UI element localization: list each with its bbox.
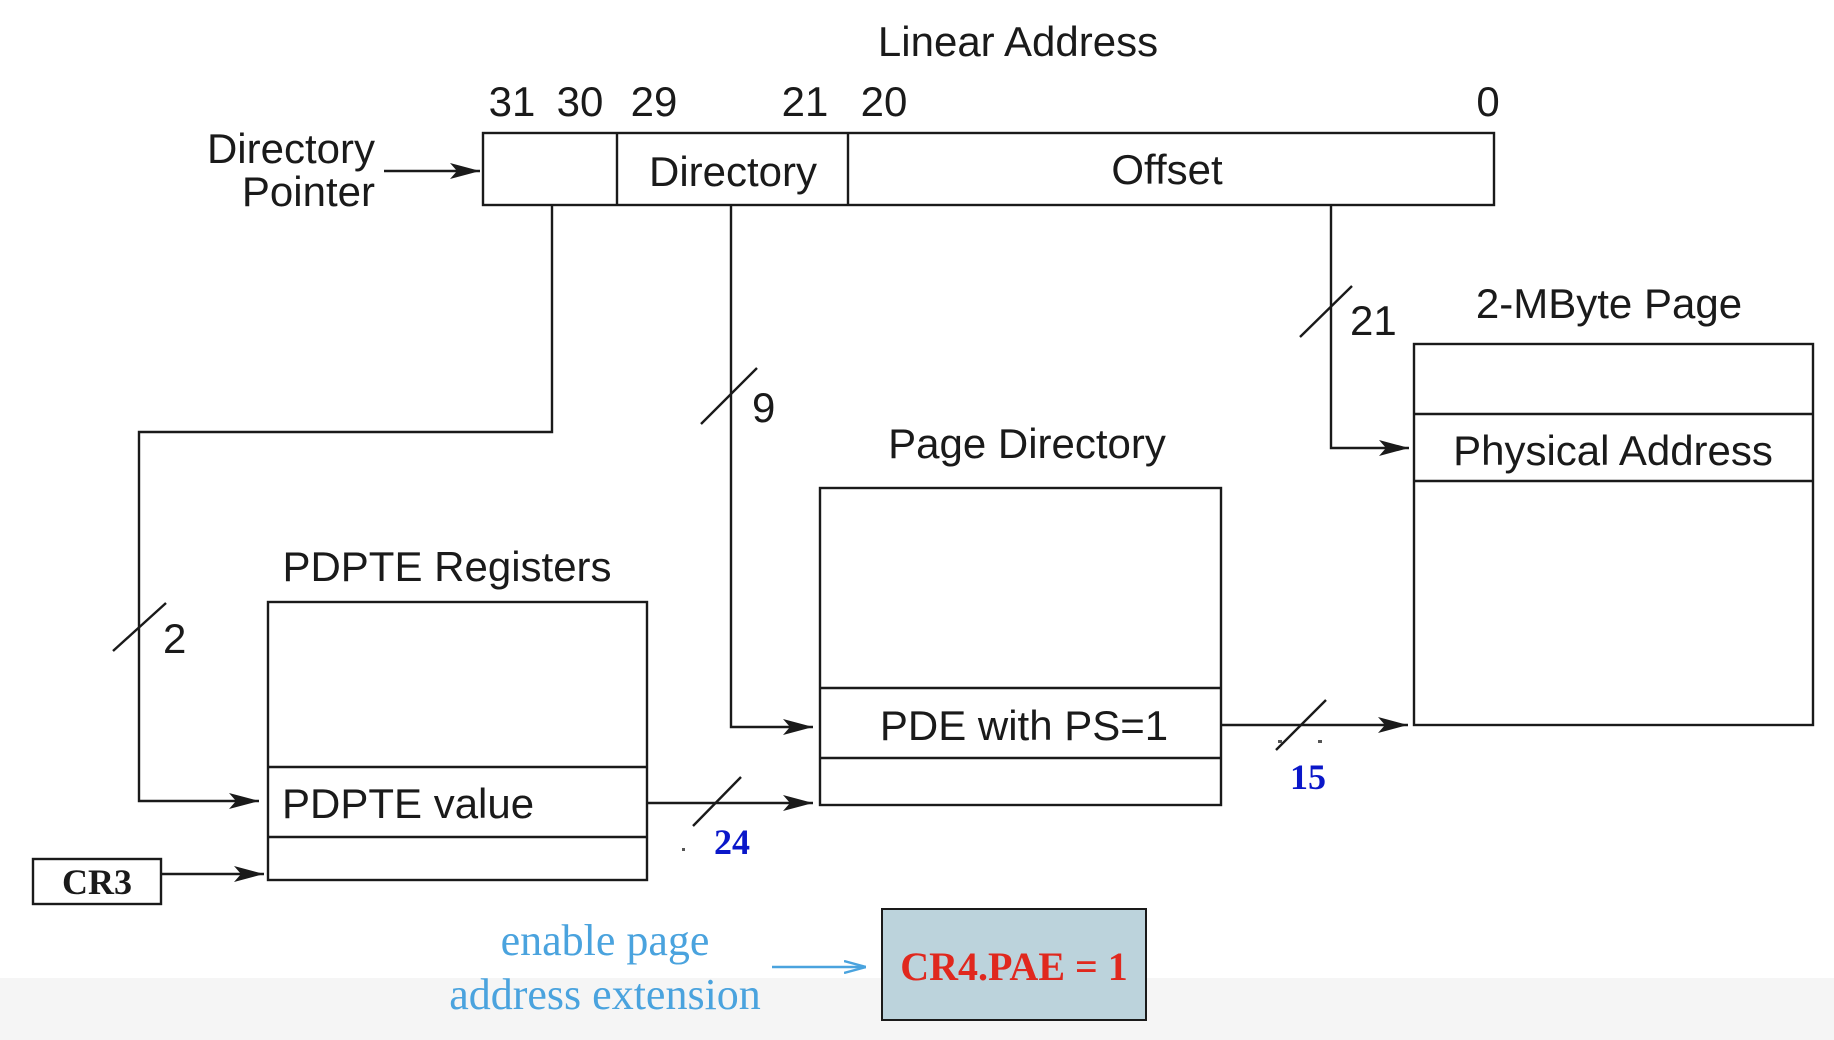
directory-width-label: 9 [752, 384, 775, 431]
directory-pointer-label-line2: Pointer [242, 168, 375, 215]
cr4-pae-label: CR4.PAE = 1 [900, 944, 1128, 989]
directory-field-label: Directory [649, 148, 817, 195]
page-2mb-title: 2-MByte Page [1476, 280, 1742, 327]
cr4-pae-box [881, 908, 1147, 1021]
pointer-width-label: 2 [163, 615, 186, 662]
width-slash [112, 602, 167, 652]
width-slash [700, 367, 758, 425]
bit-21-label: 21 [782, 78, 829, 125]
width-slash [692, 776, 742, 827]
pdpte-out-width-label: 24 [714, 822, 750, 862]
pde-width-dot [1318, 740, 1322, 743]
offset-route [1329, 205, 1409, 456]
pde-out-width-label: 15 [1290, 757, 1326, 797]
offset-width-label: 21 [1350, 297, 1397, 344]
width-slash [1299, 285, 1353, 338]
linear-address-register [481, 131, 1496, 207]
bit-0-label: 0 [1476, 78, 1499, 125]
cr3-box [31, 857, 163, 906]
width-slash [1275, 699, 1327, 751]
pdpte-registers-table [266, 600, 649, 882]
pae-note-line2: address extension [449, 970, 761, 1019]
physical-address-entry: Physical Address [1453, 427, 1773, 474]
directory-pointer-label-line1: Directory [207, 125, 375, 172]
pdpte-width-dot [682, 848, 685, 851]
directory-route [729, 205, 813, 735]
linear-address-title: Linear Address [878, 18, 1158, 65]
pdpte-value-entry: PDPTE value [282, 780, 534, 827]
page-directory-table [818, 486, 1223, 807]
pointer-route [137, 205, 554, 809]
page-2mb-table [1412, 342, 1815, 727]
offset-field-label: Offset [1111, 146, 1223, 193]
bit-31-label: 31 [489, 78, 536, 125]
page-directory-title: Page Directory [888, 420, 1166, 467]
pde-entry: PDE with PS=1 [880, 702, 1168, 749]
pae-note-line1: enable page [501, 916, 710, 965]
bit-30-label: 30 [557, 78, 604, 125]
cr3-label: CR3 [62, 862, 132, 902]
pdpte-registers-title: PDPTE Registers [282, 543, 611, 590]
bit-29-label: 29 [631, 78, 678, 125]
pde-width-dot [1278, 740, 1282, 743]
bit-20-label: 20 [861, 78, 908, 125]
